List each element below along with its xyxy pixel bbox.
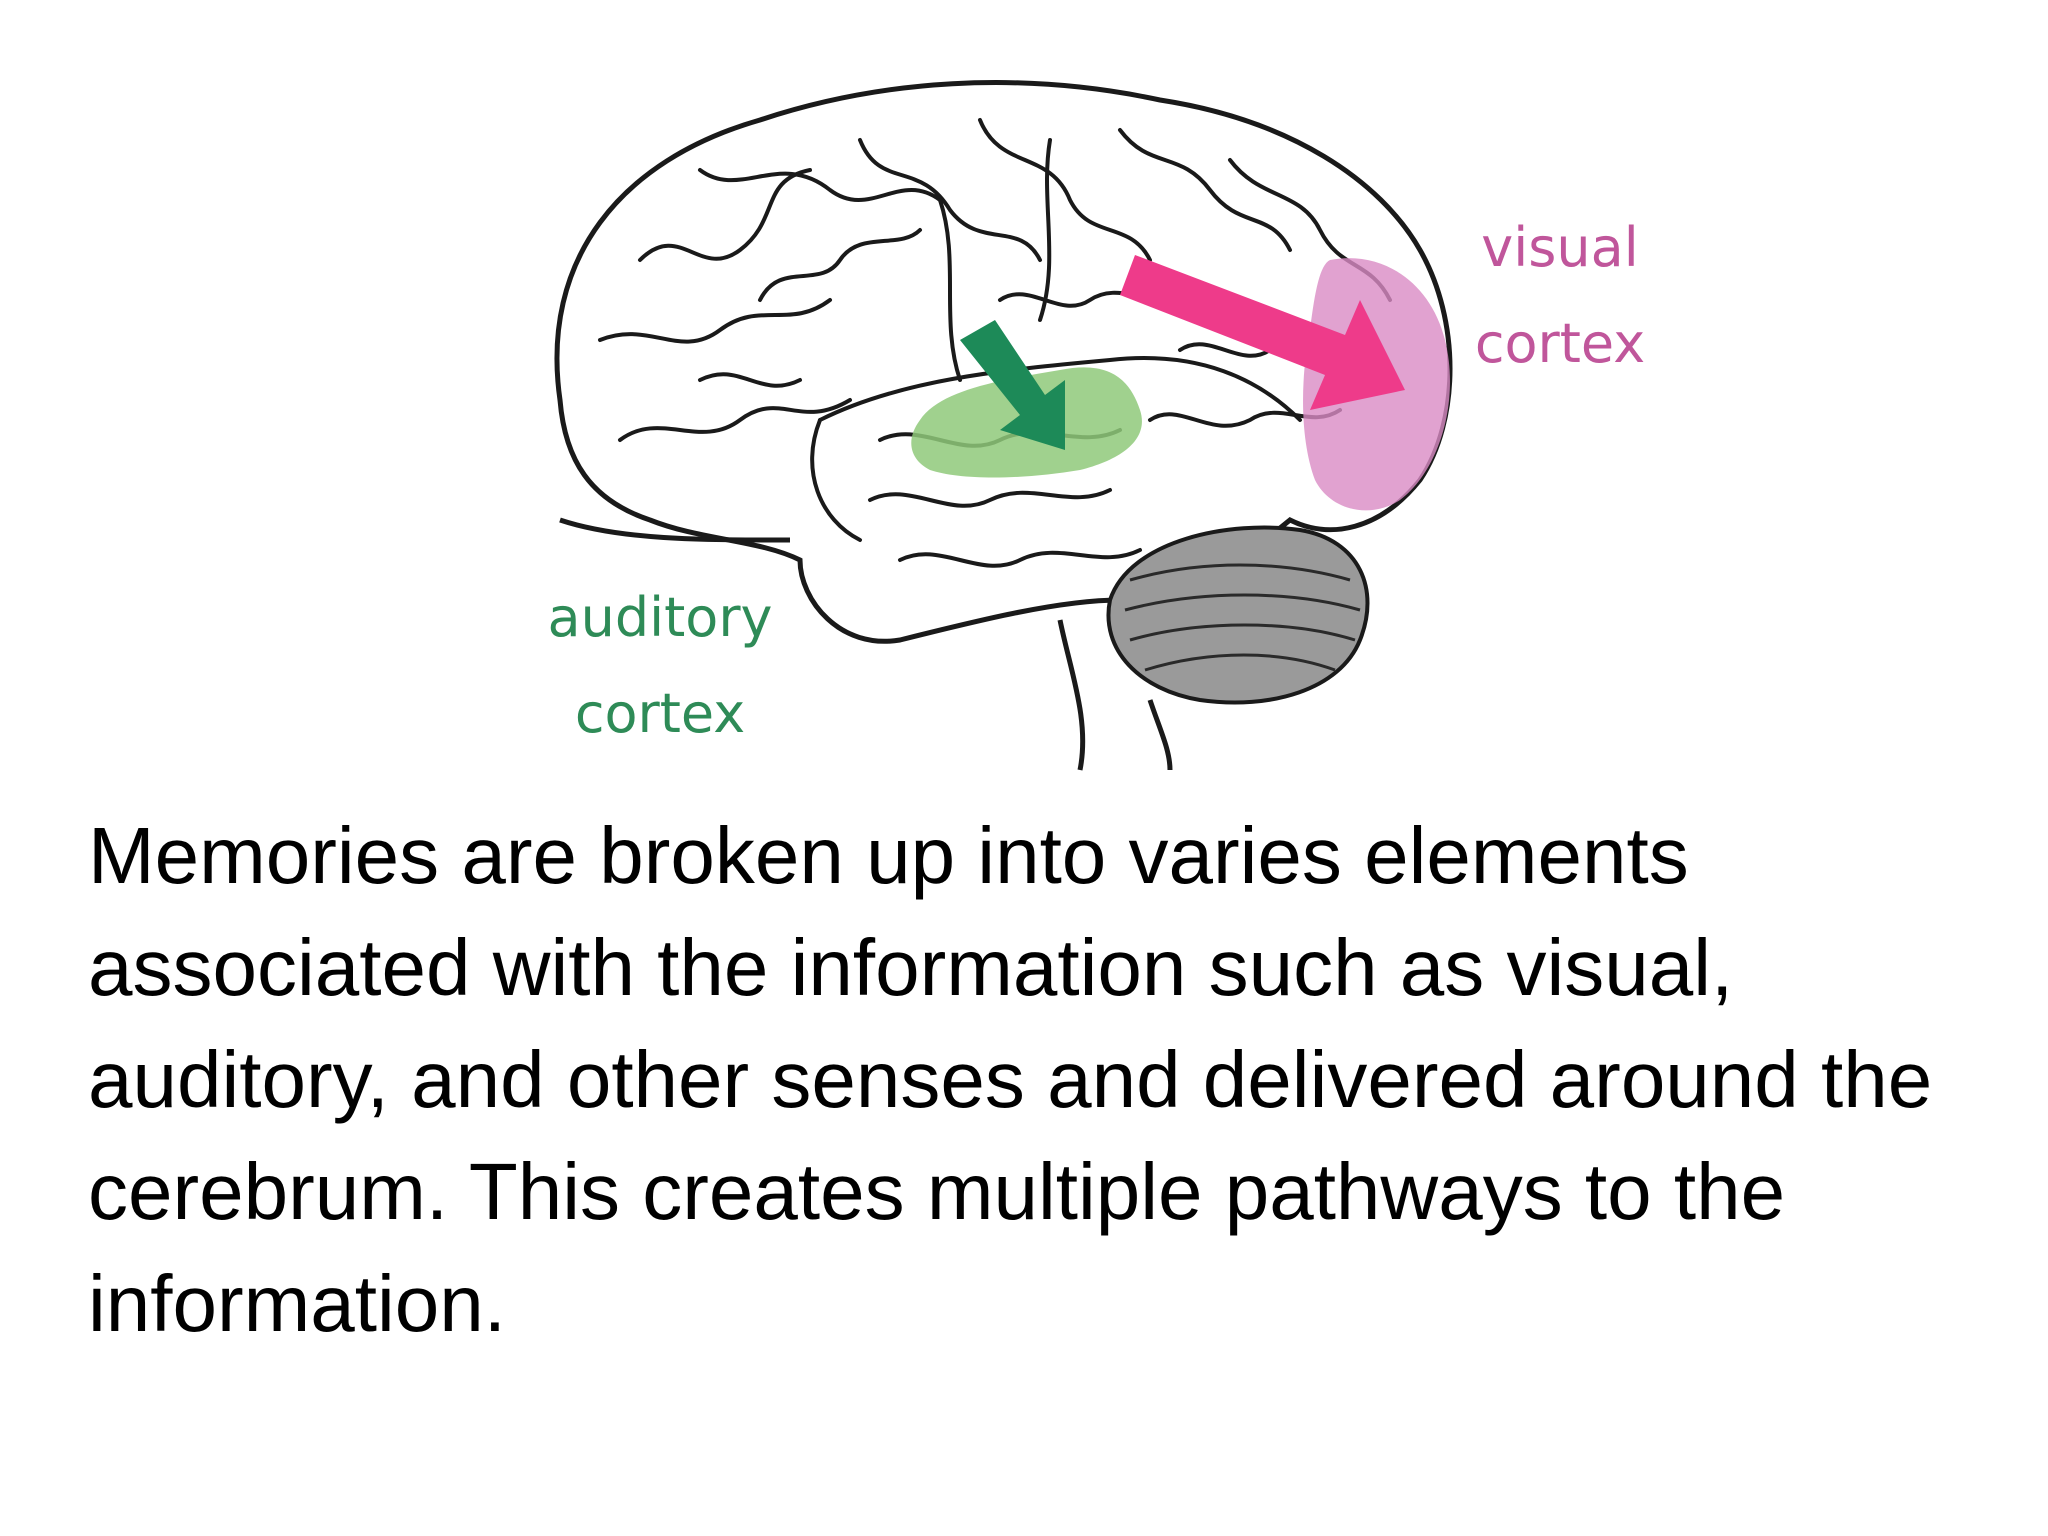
brain-stem (1057, 619, 1173, 771)
frontal-base (559, 517, 791, 543)
slide-caption: Memories are broken up into varies eleme… (88, 811, 1933, 1348)
auditory-cortex-label-line2: cortex (574, 682, 746, 745)
auditory-cortex-label: auditory cortex (520, 570, 800, 762)
visual-cortex-label: visual cortex (1440, 200, 1680, 392)
visual-cortex-label-line2: cortex (1474, 312, 1646, 375)
cerebellum-folds (1124, 563, 1361, 672)
auditory-cortex-label-line1: auditory (547, 586, 773, 649)
cerebellum (1106, 525, 1370, 705)
visual-arrow (1120, 255, 1405, 410)
visual-cortex-label-line1: visual (1481, 216, 1639, 279)
brain-diagram (554, 80, 1453, 771)
auditory-arrow (960, 320, 1065, 450)
